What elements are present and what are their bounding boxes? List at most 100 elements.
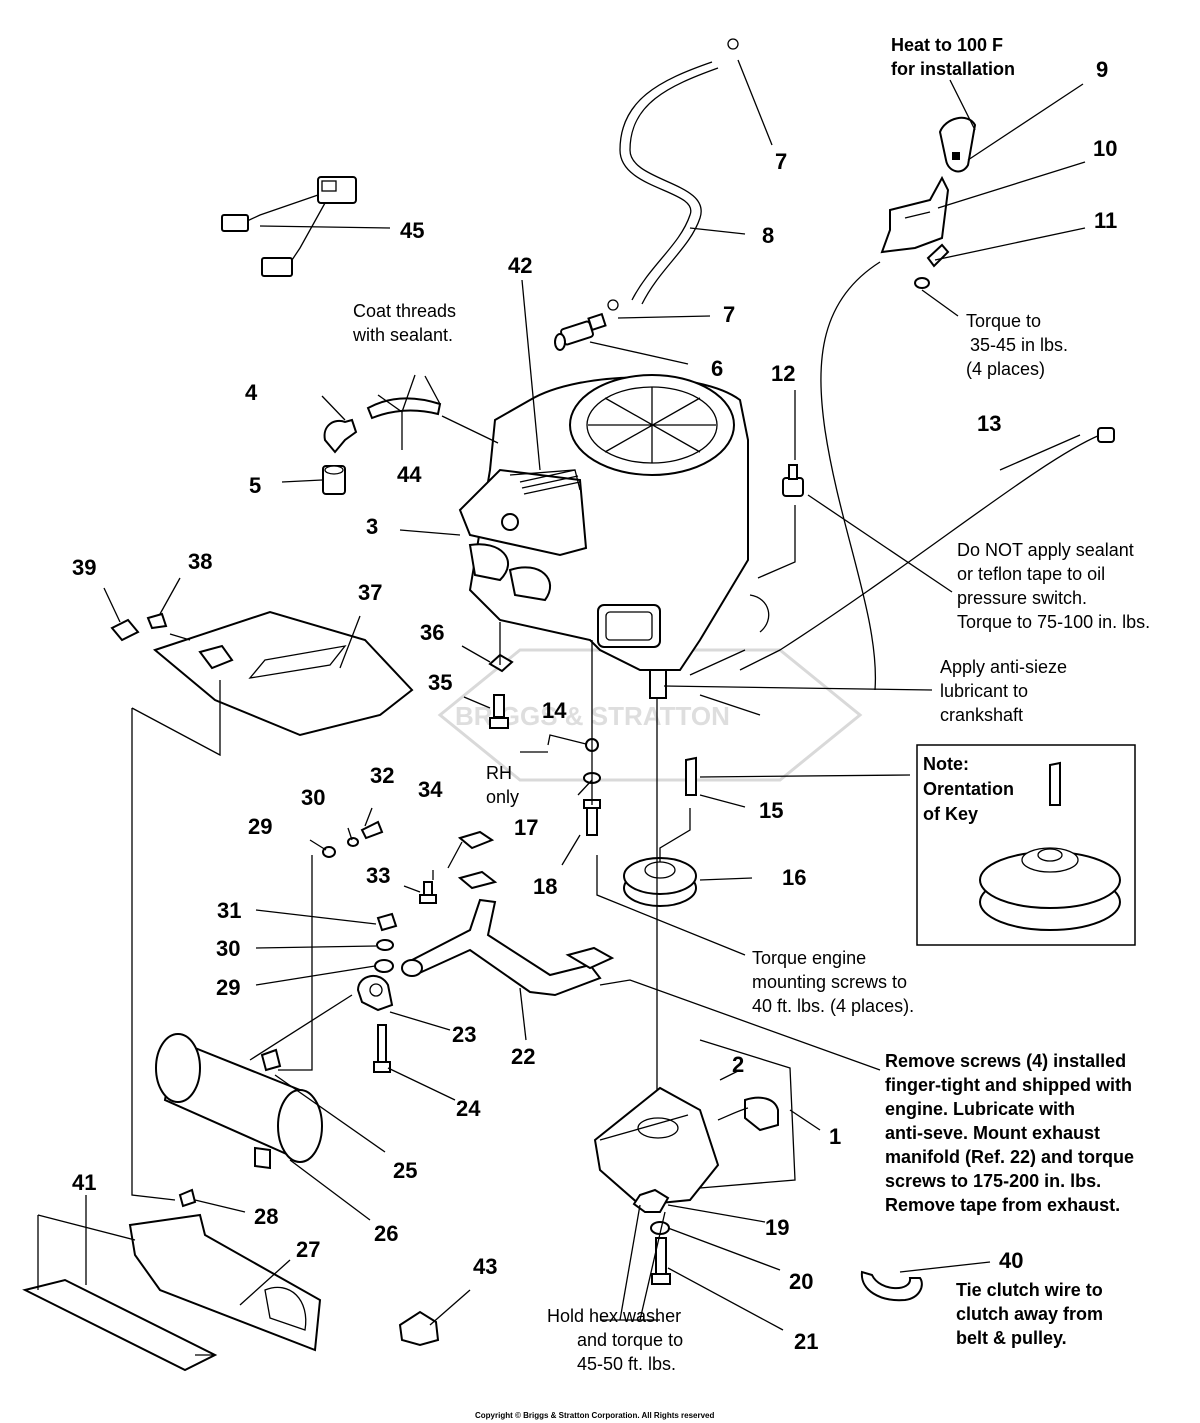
svg-text:anti-seve. Mount exhaust: anti-seve. Mount exhaust bbox=[885, 1123, 1100, 1143]
rh-only-note: RH only bbox=[486, 763, 519, 807]
part-number-labels: 1 2 3 4 5 6 7 7 8 9 10 11 12 13 14 15 16… bbox=[72, 57, 1117, 1354]
hex-washer-19 bbox=[632, 1188, 670, 1213]
label-40: 40 bbox=[999, 1248, 1023, 1273]
pulley-16 bbox=[623, 857, 697, 907]
label-30-upper: 30 bbox=[301, 785, 325, 810]
label-33: 33 bbox=[366, 863, 390, 888]
label-45: 45 bbox=[400, 218, 424, 243]
heat-note: Heat to 100 F for installation bbox=[891, 35, 1015, 79]
label-14: 14 bbox=[542, 698, 567, 723]
svg-text:(4 places): (4 places) bbox=[966, 359, 1045, 379]
svg-text:Do NOT apply sealant: Do NOT apply sealant bbox=[957, 540, 1134, 560]
svg-text:or teflon tape to oil: or teflon tape to oil bbox=[957, 564, 1105, 584]
bracket-27 bbox=[128, 1213, 322, 1352]
label-32: 32 bbox=[370, 763, 394, 788]
label-37: 37 bbox=[358, 580, 382, 605]
label-35: 35 bbox=[428, 670, 452, 695]
label-30-lower: 30 bbox=[216, 936, 240, 961]
svg-text:crankshaft: crankshaft bbox=[940, 705, 1023, 725]
label-2: 2 bbox=[732, 1052, 744, 1077]
label-42: 42 bbox=[508, 253, 532, 278]
bolt-35 bbox=[489, 694, 509, 729]
label-29-lower: 29 bbox=[216, 975, 240, 1000]
mounting-torque-note: Torque engine mounting screws to 40 ft. … bbox=[752, 948, 914, 1016]
svg-text:Torque to: Torque to bbox=[966, 311, 1041, 331]
muffler-26 bbox=[155, 1033, 323, 1170]
label-34: 34 bbox=[418, 777, 443, 802]
svg-text:lubricant to: lubricant to bbox=[940, 681, 1028, 701]
clip-43 bbox=[398, 1310, 440, 1347]
label-43: 43 bbox=[473, 1254, 497, 1279]
label-10: 10 bbox=[1093, 136, 1117, 161]
clamp-23 bbox=[356, 975, 394, 1012]
svg-text:Note:: Note: bbox=[923, 754, 969, 774]
svg-text:and torque to: and torque to bbox=[577, 1330, 683, 1350]
label-19: 19 bbox=[765, 1215, 789, 1240]
label-39: 39 bbox=[72, 555, 96, 580]
nut-39 bbox=[110, 618, 140, 642]
label-1: 1 bbox=[829, 1124, 841, 1149]
label-3: 3 bbox=[366, 514, 378, 539]
remove-screws-note: Remove screws (4) installed finger-tight… bbox=[885, 1051, 1134, 1215]
svg-text:of Key: of Key bbox=[923, 804, 978, 824]
screw-33 bbox=[419, 881, 437, 904]
label-24: 24 bbox=[456, 1096, 481, 1121]
svg-text:for installation: for installation bbox=[891, 59, 1015, 79]
label-7-lower: 7 bbox=[723, 302, 735, 327]
washer-30-lower bbox=[376, 939, 394, 951]
bolt-18 bbox=[583, 799, 601, 836]
label-8: 8 bbox=[762, 223, 774, 248]
svg-text:Apply anti-sieze: Apply anti-sieze bbox=[940, 657, 1067, 677]
svg-text:Coat threads: Coat threads bbox=[353, 301, 456, 321]
svg-text:Orentation: Orentation bbox=[923, 779, 1014, 799]
label-6: 6 bbox=[711, 356, 723, 381]
wire-harness-45 bbox=[221, 176, 357, 277]
svg-text:45-50 ft. lbs.: 45-50 ft. lbs. bbox=[577, 1354, 676, 1374]
label-5: 5 bbox=[249, 473, 261, 498]
bolt-21 bbox=[651, 1237, 671, 1285]
label-11: 11 bbox=[1094, 208, 1117, 233]
leader-lines bbox=[37, 59, 1086, 1331]
nut-28 bbox=[178, 1188, 197, 1208]
label-17: 17 bbox=[514, 815, 538, 840]
svg-text:only: only bbox=[486, 787, 519, 807]
hose-clamp-7-lower bbox=[607, 299, 619, 311]
label-15: 15 bbox=[759, 798, 783, 823]
key-15 bbox=[685, 756, 697, 796]
bracket-14 bbox=[547, 734, 599, 752]
elbow-fitting-4 bbox=[323, 418, 358, 454]
label-12: 12 bbox=[771, 361, 795, 386]
label-9: 9 bbox=[1096, 57, 1108, 82]
heat-shield-37 bbox=[152, 610, 414, 737]
label-18: 18 bbox=[533, 874, 557, 899]
label-28: 28 bbox=[254, 1204, 278, 1229]
fuel-hose-8 bbox=[619, 61, 719, 305]
svg-text:manifold (Ref. 22) and torque: manifold (Ref. 22) and torque bbox=[885, 1147, 1134, 1167]
throttle-grip-9 bbox=[938, 116, 977, 173]
tie-clutch-wire-note: Tie clutch wire to clutch away from belt… bbox=[956, 1280, 1103, 1348]
label-27: 27 bbox=[296, 1237, 320, 1262]
svg-text:finger-tight and shipped with: finger-tight and shipped with bbox=[885, 1075, 1132, 1095]
bolt-24 bbox=[373, 1024, 391, 1073]
heat-shield-41 bbox=[22, 1215, 218, 1372]
washer-30-upper bbox=[347, 837, 359, 847]
engine-screen-42 bbox=[519, 469, 581, 495]
label-29-upper: 29 bbox=[248, 814, 272, 839]
svg-text:Torque engine: Torque engine bbox=[752, 948, 866, 968]
throttle-cable-13 bbox=[689, 261, 1115, 716]
svg-text:40 ft. lbs. (4 places).: 40 ft. lbs. (4 places). bbox=[752, 996, 914, 1016]
svg-text:Torque to 75-100 in. lbs.: Torque to 75-100 in. lbs. bbox=[957, 612, 1150, 632]
svg-text:35-45 in lbs.: 35-45 in lbs. bbox=[970, 335, 1068, 355]
label-44: 44 bbox=[397, 462, 422, 487]
svg-text:clutch away from: clutch away from bbox=[956, 1304, 1103, 1324]
nut-31 bbox=[376, 912, 398, 932]
label-16: 16 bbox=[782, 865, 806, 890]
svg-text:belt & pulley.: belt & pulley. bbox=[956, 1328, 1067, 1348]
engine-3 bbox=[458, 374, 770, 699]
label-25: 25 bbox=[393, 1158, 417, 1183]
svg-text:screws to 175-200 in. lbs.: screws to 175-200 in. lbs. bbox=[885, 1171, 1101, 1191]
svg-text:Heat to 100 F: Heat to 100 F bbox=[891, 35, 1003, 55]
nut-5 bbox=[322, 465, 346, 495]
anti-sieze-note: Apply anti-sieze lubricant to crankshaft bbox=[940, 657, 1067, 725]
